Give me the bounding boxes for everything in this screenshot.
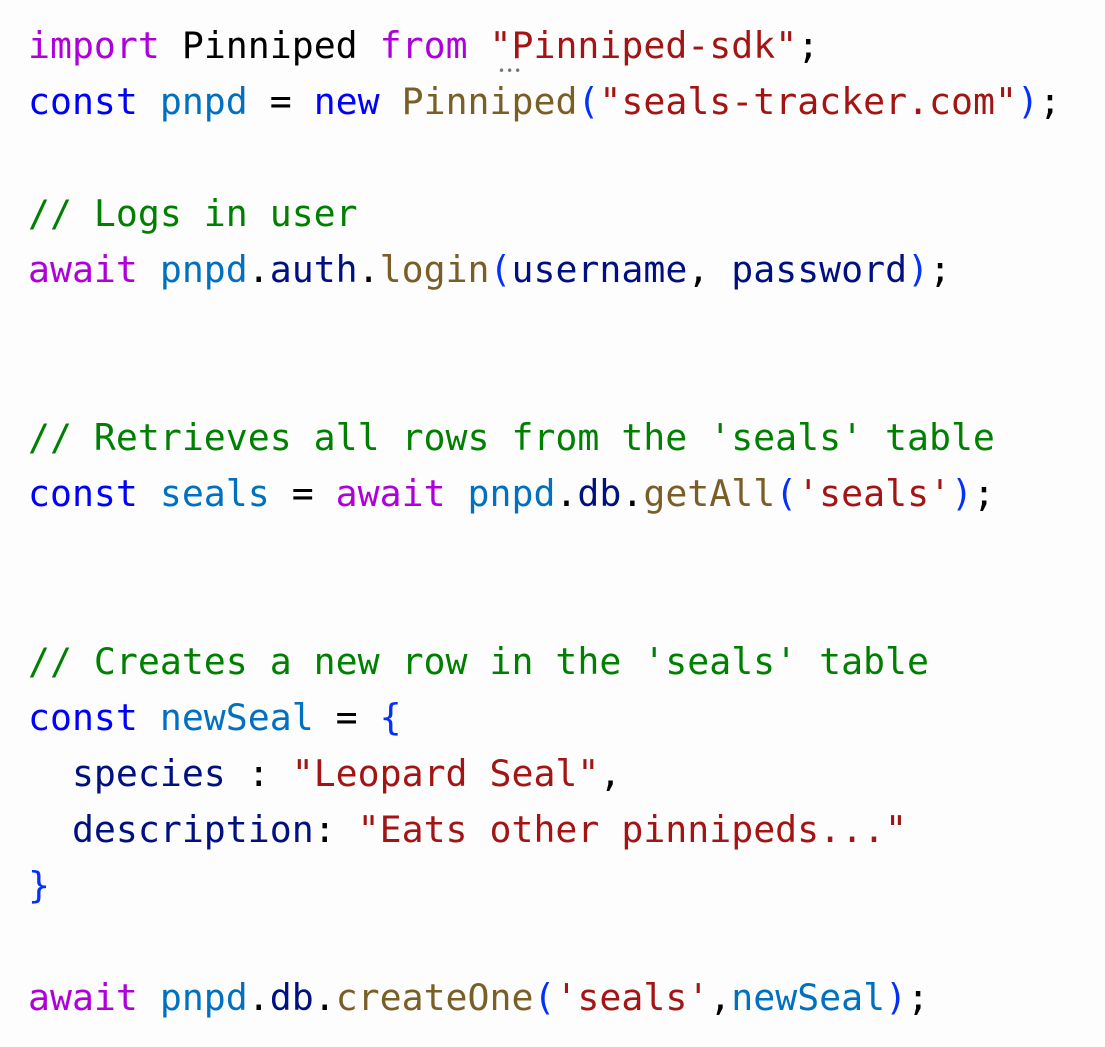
code-token-prop: db [269,976,314,1019]
code-token-prop: species [71,752,226,795]
code-token-decl: const [28,80,138,123]
code-token-fn: login [379,248,490,291]
code-token-decl: const [28,696,138,739]
code-token-pl: = [269,472,336,515]
code-token-pl [28,808,72,851]
code-token-br: ( [577,80,600,123]
code-line [28,914,1061,970]
code-line: const newSeal = { [28,690,1061,746]
code-token-br: ( [489,248,512,291]
code-token-pl: . [357,248,380,291]
code-line: await pnpd.auth.login(username, password… [28,242,1061,298]
code-line: // Retrieves all rows from the 'seals' t… [28,410,1061,466]
code-token-str: 'seals' [797,472,952,515]
code-editor[interactable]: import Pinniped from "Pinniped-sdk";cons… [28,18,1061,1026]
code-token-pl: ; [907,976,930,1019]
code-token-pl [380,80,402,123]
code-token-kw: import [28,24,160,67]
code-token-br: ) [907,248,930,291]
code-token-var: pnpd [159,80,248,123]
code-token-pl [138,80,160,123]
code-token-pl: . [555,472,578,515]
code-token-br: { [379,696,402,739]
code-line: import Pinniped from "Pinniped-sdk"; [28,18,1061,74]
code-token-pl: , [709,976,732,1019]
code-token-str: "seals-tracker.com" [599,80,1017,123]
code-token-pl: : [225,752,292,795]
code-token-pl [468,24,490,67]
code-token-decl: new [313,80,380,123]
code-token-prop: description [71,808,314,851]
code-token-str: "Eats other pinnipeds..." [357,808,908,851]
code-token-pl: ; [973,472,995,515]
code-token-var: pnpd [159,248,248,291]
code-token-kw: await [28,248,138,291]
code-token-pl: ; [1038,80,1061,123]
code-line [28,578,1061,634]
code-token-var: seals [159,472,270,515]
code-token-pl [138,248,160,291]
code-token-kw: await [28,976,138,1019]
code-token-br: ( [533,976,556,1019]
code-line: const pnpd = new Pinniped("seals-tracker… [28,74,1061,130]
code-line: } [28,858,1061,914]
code-token-prop: db [577,472,622,515]
code-line: // Logs in user [28,186,1061,242]
code-line [28,298,1061,354]
code-token-var: newSeal [731,976,886,1019]
code-token-pl: , [687,248,732,291]
code-token-pl [138,696,160,739]
code-token-br: } [28,864,50,907]
code-token-fn: getAll [643,472,776,515]
code-token-kw: from [379,24,468,67]
code-token-var: pnpd [467,472,556,515]
code-line: const seals = await pnpd.db.getAll('seal… [28,466,1061,522]
code-token-pl [446,472,468,515]
code-token-prop: username [511,248,688,291]
code-token-br: ) [951,472,974,515]
code-token-prop: auth [269,248,358,291]
code-line: species : "Leopard Seal", [28,746,1061,802]
code-line [28,522,1061,578]
code-token-pl: . [247,248,270,291]
code-token-var: pnpd [159,976,248,1019]
ellipsis-hint-icon[interactable]: ••• [498,64,523,78]
code-token-pl [138,472,160,515]
code-token-decl: const [28,472,138,515]
code-token-pl: . [313,976,336,1019]
code-token-pl [358,24,380,67]
code-token-kw: await [335,472,446,515]
code-token-pl: = [247,80,314,123]
code-token-br: ) [885,976,908,1019]
code-token-cm: // Creates a new row in the 'seals' tabl… [28,640,929,683]
code-token-str: 'seals' [555,976,710,1019]
code-token-cm: // Retrieves all rows from the 'seals' t… [28,416,995,459]
code-token-pl: . [247,976,270,1019]
code-token-br: ( [775,472,798,515]
code-token-fn: Pinniped [401,80,578,123]
code-token-cm: // Logs in user [28,192,358,235]
code-token-var: newSeal [159,696,314,739]
code-token-pl: ; [797,24,820,67]
code-token-pl: , [599,752,622,795]
code-token-pl: . [621,472,644,515]
code-token-str: "Leopard Seal" [291,752,600,795]
code-line: // Creates a new row in the 'seals' tabl… [28,634,1061,690]
code-line: description: "Eats other pinnipeds..." [28,802,1061,858]
code-token-prop: password [731,248,908,291]
code-token-pl: ; [929,248,952,291]
code-token-fn: createOne [335,976,534,1019]
code-token-br: ) [1016,80,1039,123]
code-token-str: "Pinniped-sdk" [489,24,798,67]
code-line [28,130,1061,186]
code-token-pl [28,752,72,795]
code-line [28,354,1061,410]
code-token-pl: : [313,808,358,851]
code-line: await pnpd.db.createOne('seals',newSeal)… [28,970,1061,1026]
code-token-pl [160,24,182,67]
code-token-pl: = [313,696,380,739]
code-token-cls: Pinniped [181,24,358,67]
code-token-pl [138,976,160,1019]
